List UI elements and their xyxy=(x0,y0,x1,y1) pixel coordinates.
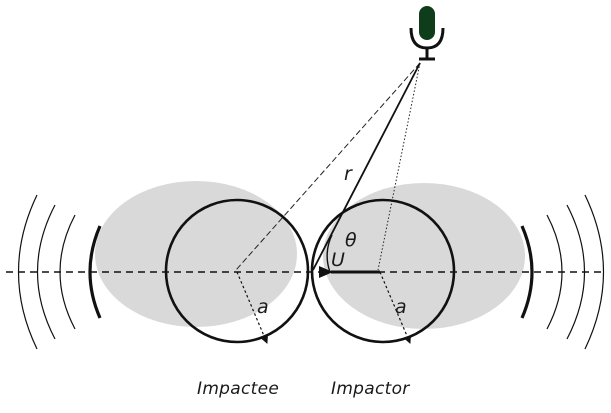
sightline-to-impactor-center xyxy=(377,62,421,271)
microphone-icon xyxy=(409,6,445,61)
sound-waves-left xyxy=(18,194,102,350)
impactor-sphere xyxy=(310,198,456,344)
label-radius-right: a xyxy=(395,296,407,318)
impactee-halo xyxy=(95,181,297,327)
caption-impactee: Impactee xyxy=(197,379,279,399)
sound-waves-right xyxy=(520,194,604,350)
distance-r-line xyxy=(312,62,421,271)
caption-impactor: Impactor xyxy=(331,379,410,399)
label-radius-left: a xyxy=(257,296,269,318)
label-theta: θ xyxy=(345,229,357,251)
impactor-halo xyxy=(323,183,525,329)
label-velocity-u: U xyxy=(331,249,345,271)
impactee-sphere xyxy=(164,198,310,344)
sightline-to-impactee xyxy=(235,62,421,271)
label-r: r xyxy=(344,163,353,185)
